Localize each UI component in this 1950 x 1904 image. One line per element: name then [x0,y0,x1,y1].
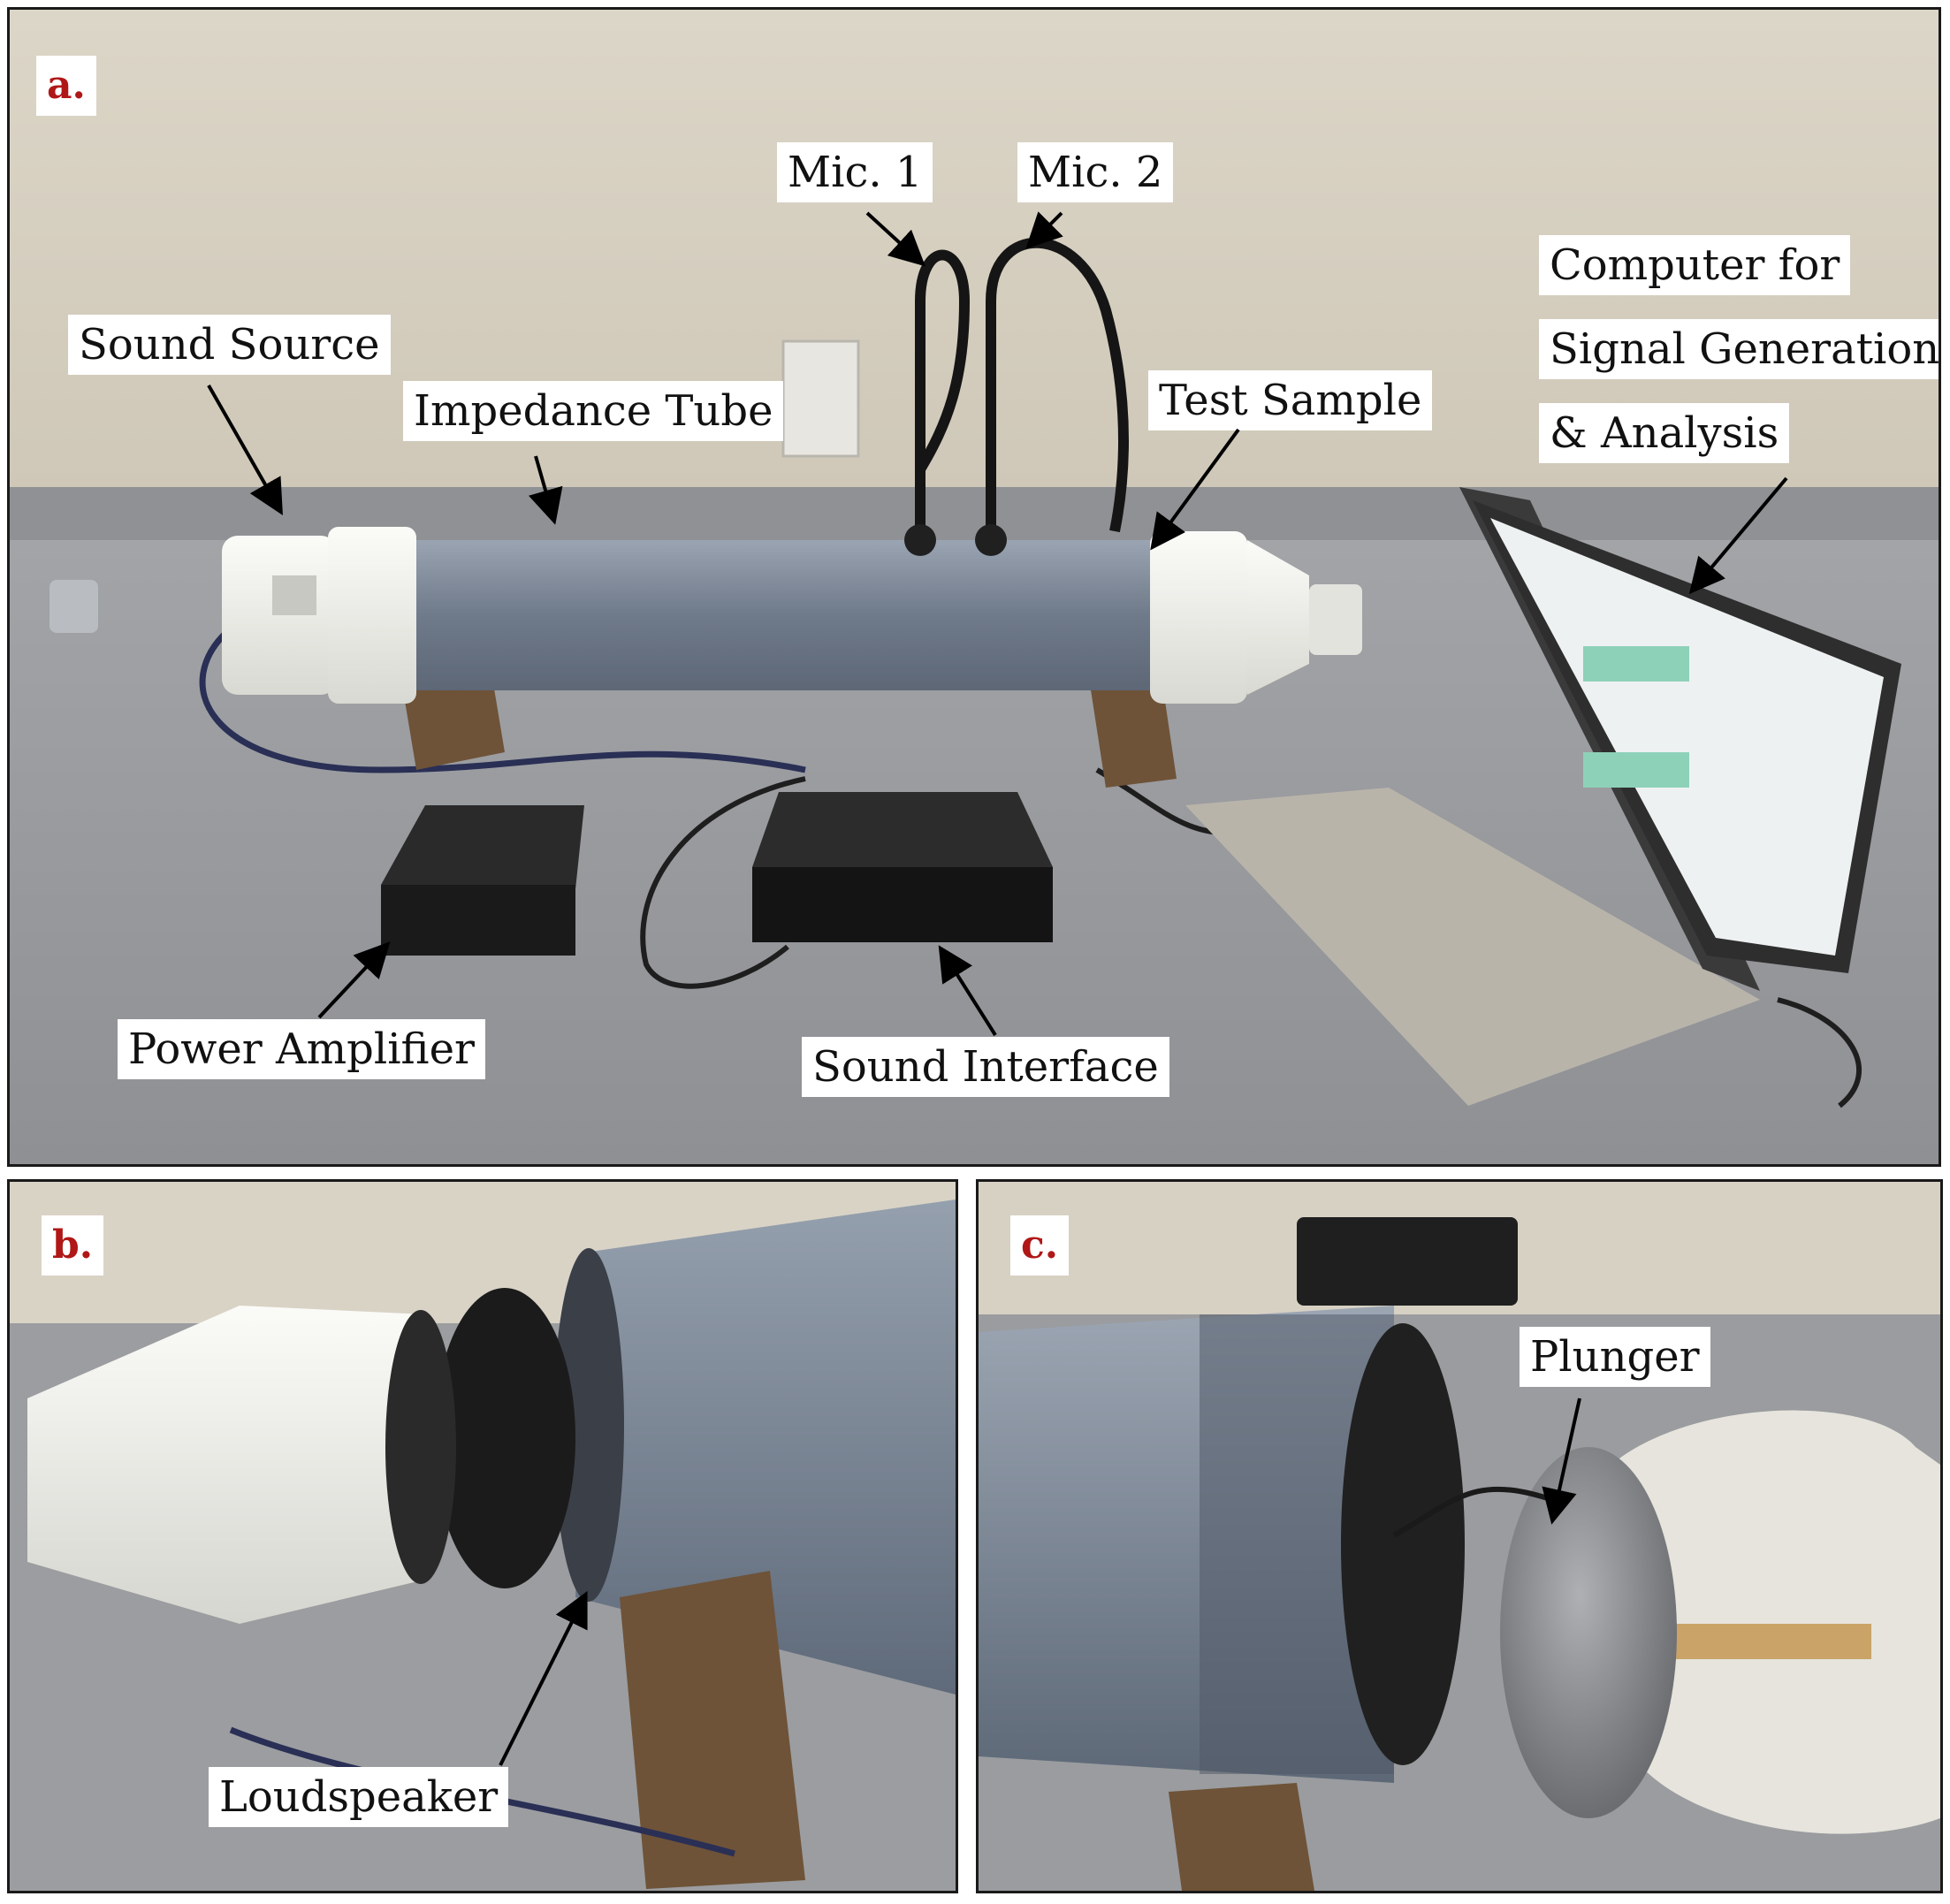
panel-b-tag: b. [42,1215,104,1276]
lab-setup-photo [10,10,1939,1164]
computer-label-line-3: & Analysis [1539,403,1790,463]
plunger-photo [979,1182,1940,1891]
computer-label-line-2: Signal Generation [1539,319,1939,379]
sound-source-label: Sound Source [68,315,391,375]
impedance-tube-label: Impedance Tube [403,381,784,441]
sound-interface-label: Sound Interface [802,1037,1169,1097]
panel-a-photo: a. Sound Source Impedance Tube Mic. 1 Mi… [7,7,1941,1167]
plunger-label: Plunger [1520,1327,1710,1387]
panel-c-tag: c. [1010,1215,1070,1276]
test-sample-label: Test Sample [1148,370,1433,430]
computer-label-line-1: Computer for [1539,235,1851,295]
mic-2-label: Mic. 2 [1017,142,1174,202]
loudspeaker-photo [10,1182,956,1891]
panel-b-photo: b. Loudspeaker [7,1179,958,1893]
power-amplifier-label: Power Amplifier [118,1019,485,1079]
loudspeaker-label: Loudspeaker [209,1767,509,1827]
panel-a-tag: a. [36,56,96,116]
mic-1-label: Mic. 1 [777,142,933,202]
panel-c-photo: c. Plunger [976,1179,1943,1893]
